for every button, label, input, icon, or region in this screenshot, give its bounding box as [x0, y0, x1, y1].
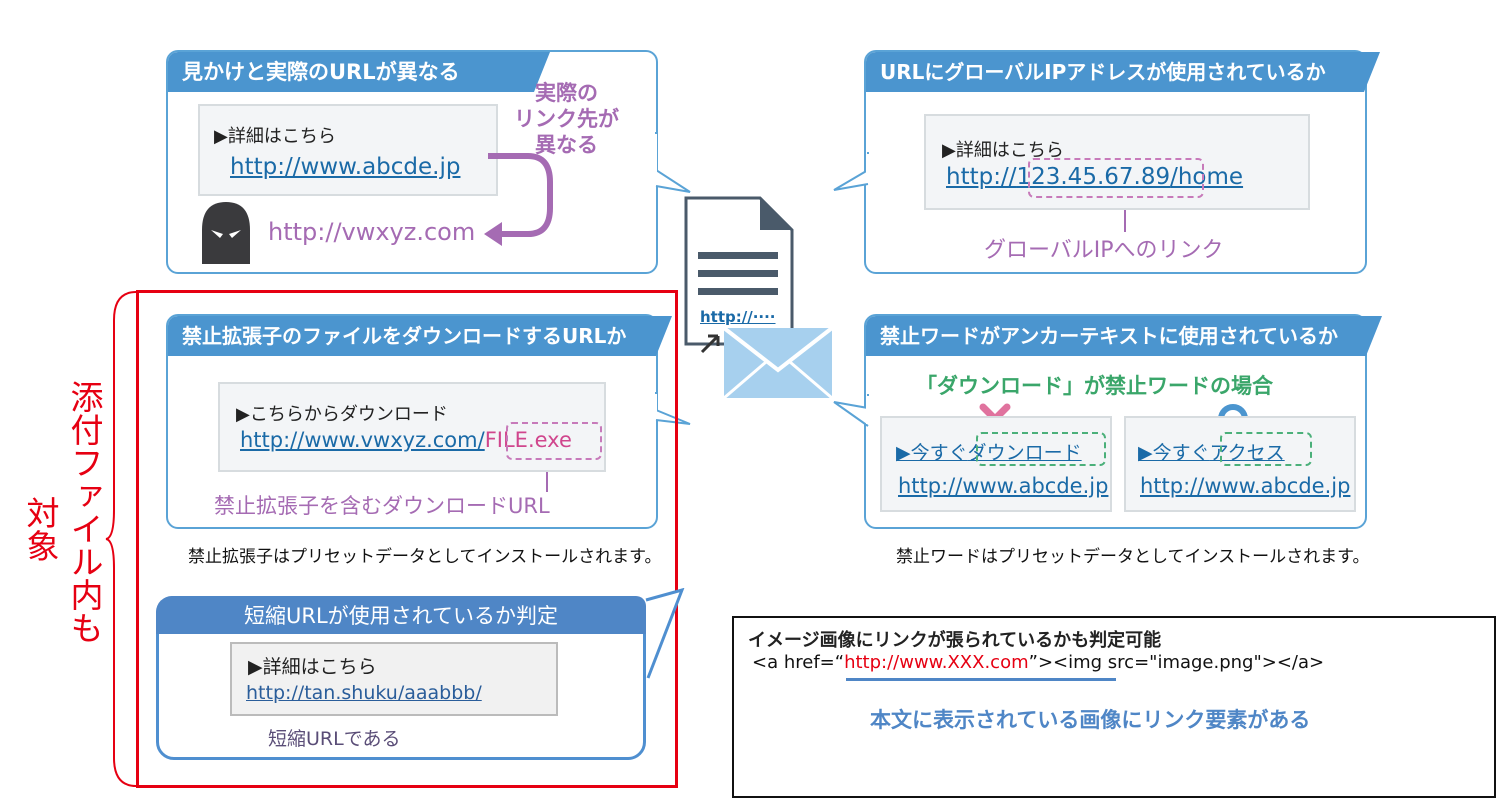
- panel-title: URLにグローバルIPアドレスが使用されているか: [866, 52, 1380, 92]
- code-url: http://www.XXX.com: [844, 652, 1029, 673]
- image-link-title: イメージ画像にリンクが張られているかも判定可能: [748, 630, 1162, 651]
- bubble-tail: [833, 394, 870, 427]
- link-part: /home: [1170, 164, 1244, 190]
- ip-link[interactable]: http://123.45.67.89/home: [946, 164, 1243, 190]
- link-label: ▶詳細はこちら: [214, 126, 336, 147]
- annotation-line: 実際の: [535, 81, 598, 105]
- actual-url: http://vwxyz.com: [268, 218, 476, 246]
- bubble-tail: [654, 132, 691, 193]
- code-sample: <a href=“http://www.XXX.com”><img src="i…: [752, 652, 1324, 673]
- bubble-tail: [654, 392, 691, 425]
- link-preview-box: ▶こちらからダウンロード http://www.vwxyz.com/FILE.e…: [218, 382, 606, 472]
- ok-example-box: ▶今すぐアクセス http://www.abcde.jp: [1124, 416, 1356, 512]
- bubble-tail: [833, 152, 870, 191]
- bubble-tail: [645, 588, 685, 679]
- link-label: ▶詳細はこちら: [248, 656, 377, 678]
- word-note: 禁止ワードはプリセットデータとしてインストールされます。: [896, 547, 1370, 567]
- link-label: ▶こちらからダウンロード: [236, 404, 448, 425]
- ng-link[interactable]: http://www.abcde.jp: [898, 474, 1109, 498]
- panel-global-ip: URLにグローバルIPアドレスが使用されているか ▶詳細はこちら http://…: [864, 50, 1380, 274]
- link-ip-part: 123.45.67.89: [1016, 164, 1171, 190]
- ip-highlight: [1028, 158, 1204, 198]
- link-part: http://www.vwxyz.com/: [240, 428, 485, 452]
- ok-anchor[interactable]: ▶今すぐアクセス: [1138, 438, 1285, 465]
- forbidden-word-subtitle: 「ダウンロード」が禁止ワードの場合: [916, 374, 1273, 398]
- code-part: ”><img src="image.png"></a>: [1028, 652, 1325, 673]
- anchor-prefix: ▶今すぐ: [896, 442, 968, 464]
- file-highlight: [506, 422, 602, 460]
- anchor-prefix: ▶今すぐ: [1138, 442, 1210, 464]
- link-part: http://: [946, 164, 1017, 190]
- word-highlight: [976, 432, 1106, 466]
- short-link[interactable]: http://tan.shuku/aaabbb/: [246, 682, 482, 704]
- link-file-part: FILE.exe: [484, 428, 572, 452]
- ok-link[interactable]: http://www.abcde.jp: [1140, 474, 1351, 498]
- extension-caption: 禁止拡張子を含むダウンロードURL: [214, 494, 550, 518]
- short-url-title-bar: [156, 596, 646, 634]
- panel-forbidden-extension: 禁止拡張子のファイルをダウンロードするURLか ▶こちらからダウンロード htt…: [166, 314, 672, 529]
- panel-mismatched-url: 見かけと実際のURLが異なる ▶詳細はこちら http://www.abcde.…: [166, 50, 658, 274]
- annotation-line: リンク先が: [514, 107, 619, 131]
- panel-forbidden-word: 禁止ワードがアンカーテキストに使用されているか 「ダウンロード」が禁止ワードの場…: [864, 314, 1382, 529]
- hacker-icon: [202, 202, 250, 264]
- ng-example-box: ▶今すぐダウンロード http://www.abcde.jp: [880, 416, 1112, 512]
- annotation-text: 実際の リンク先が 異なる: [514, 80, 619, 158]
- image-link-caption: 本文に表示されている画像にリンク要素がある: [870, 708, 1311, 732]
- extension-note: 禁止拡張子はプリセットデータとしてインストールされます。: [188, 547, 662, 567]
- url-underline: [846, 678, 1116, 681]
- panel-title: 禁止拡張子のファイルをダウンロードするURLか: [168, 316, 672, 356]
- image-link-box: イメージ画像にリンクが張られているかも判定可能 <a href=“http://…: [732, 616, 1496, 798]
- allowed-word: アクセス: [1209, 442, 1285, 464]
- side-label: 添付ファイル内も 対象: [16, 380, 106, 710]
- word-highlight: [1220, 432, 1312, 466]
- download-link[interactable]: http://www.vwxyz.com/FILE.exe: [240, 428, 572, 452]
- link-label: ▶詳細はこちら: [942, 140, 1064, 161]
- ip-caption: グローバルIPへのリンク: [984, 238, 1224, 263]
- mail-icon: [722, 326, 834, 400]
- code-part: <a href=“: [752, 652, 845, 673]
- bracket-icon: [105, 291, 137, 787]
- connector-line: [546, 472, 548, 492]
- short-url-title: 短縮URLが使用されているか判定: [243, 604, 559, 628]
- panel-title: 見かけと実際のURLが異なる: [168, 52, 550, 92]
- forbidden-word: ダウンロード: [967, 442, 1082, 464]
- document-link-text: http://····: [700, 308, 776, 326]
- link-preview-box: ▶詳細はこちら http://www.abcde.jp: [198, 104, 498, 196]
- short-link-box: ▶詳細はこちら http://tan.shuku/aaabbb/: [230, 642, 558, 716]
- displayed-link[interactable]: http://www.abcde.jp: [230, 154, 461, 180]
- annotation-line: 異なる: [535, 133, 598, 157]
- redirect-arrow-icon: [484, 153, 553, 246]
- cursor-icon: [700, 334, 720, 354]
- side-label-line2: 対象: [21, 496, 60, 562]
- document-icon: [684, 196, 794, 346]
- short-url-caption: 短縮URLである: [268, 728, 401, 750]
- connector-line: [1124, 210, 1126, 232]
- panel-title: 禁止ワードがアンカーテキストに使用されているか: [866, 316, 1382, 356]
- link-preview-box: ▶詳細はこちら http://123.45.67.89/home: [924, 114, 1310, 210]
- side-label-line1: 添付ファイル内も: [65, 380, 104, 644]
- attachment-scope-frame: [136, 290, 678, 788]
- ng-anchor[interactable]: ▶今すぐダウンロード: [896, 438, 1082, 465]
